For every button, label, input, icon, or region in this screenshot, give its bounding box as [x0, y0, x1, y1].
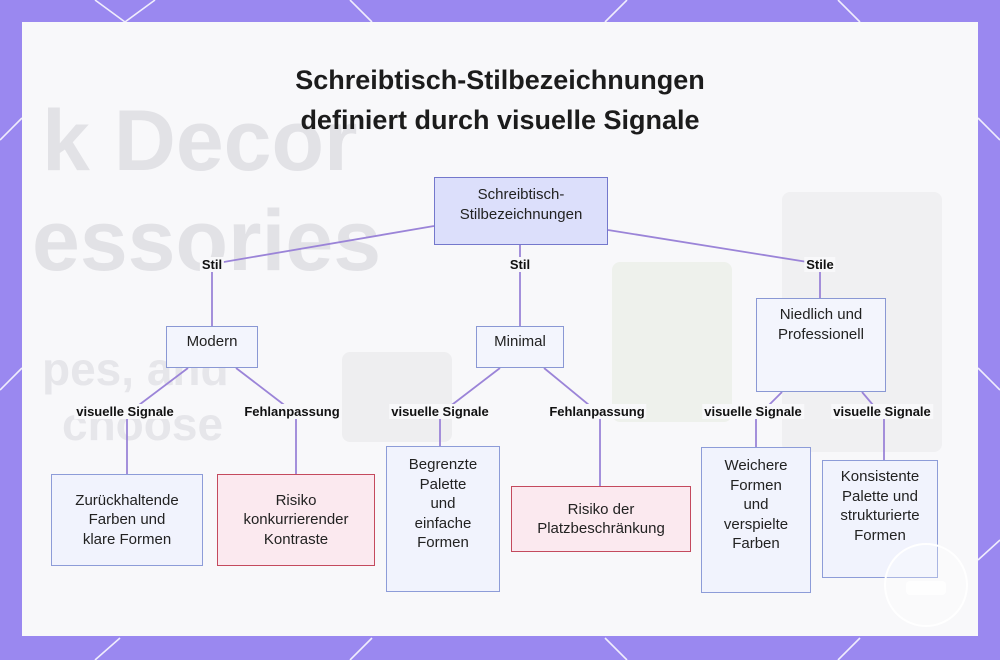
- edge-label-stil: Stil: [200, 257, 224, 272]
- node-minimal: Minimal: [476, 326, 564, 368]
- node-minimal-signal-label: Begrenzte Palette und einfache Formen: [409, 455, 477, 553]
- node-modern-signal-label: Zurückhaltende Farben und klare Formen: [75, 491, 178, 550]
- node-niedlich-professionell: Niedlich und Professionell: [756, 298, 886, 392]
- node-root: Schreibtisch- Stilbezeichnungen: [434, 177, 608, 245]
- edge-root-modern: [212, 226, 434, 326]
- edge-root-niedlich: [608, 230, 820, 298]
- edge-label-visuelle-signale: visuelle Signale: [831, 404, 933, 419]
- edge-label-fehlanpassung: Fehlanpassung: [547, 404, 646, 419]
- edge-minimal-risk: [544, 368, 600, 486]
- node-niedlich-label: Niedlich und Professionell: [778, 305, 864, 344]
- node-modern: Modern: [166, 326, 258, 368]
- node-minimal-risk-label: Risiko der Platzbeschränkung: [537, 500, 665, 539]
- edge-label-fehlanpassung: Fehlanpassung: [242, 404, 341, 419]
- node-niedlich-signal-2-label: Konsistente Palette und strukturierte Fo…: [840, 467, 919, 545]
- node-minimal-risk: Risiko der Platzbeschränkung: [511, 486, 691, 552]
- node-niedlich-signal-1-label: Weichere Formen und verspielte Farben: [724, 456, 788, 554]
- edge-label-stil: Stil: [508, 257, 532, 272]
- node-modern-risk: Risiko konkurrierender Kontraste: [217, 474, 375, 566]
- node-modern-risk-label: Risiko konkurrierender Kontraste: [243, 491, 348, 550]
- watermark-shape: [906, 581, 946, 595]
- edge-niedlich-signal2: [862, 392, 884, 460]
- edge-modern-risk: [236, 368, 296, 474]
- node-modern-signal: Zurückhaltende Farben und klare Formen: [51, 474, 203, 566]
- node-modern-label: Modern: [187, 332, 238, 352]
- edge-label-visuelle-signale: visuelle Signale: [74, 404, 176, 419]
- edge-label-visuelle-signale: visuelle Signale: [389, 404, 491, 419]
- node-niedlich-signal-1: Weichere Formen und verspielte Farben: [701, 447, 811, 593]
- edge-label-stile: Stile: [804, 257, 835, 272]
- watermark-badge: [884, 543, 968, 627]
- edge-modern-signal: [127, 368, 188, 474]
- node-root-label: Schreibtisch- Stilbezeichnungen: [460, 185, 583, 224]
- edge-label-visuelle-signale: visuelle Signale: [702, 404, 804, 419]
- node-minimal-signal: Begrenzte Palette und einfache Formen: [386, 446, 500, 592]
- edge-niedlich-signal1: [756, 392, 782, 447]
- node-minimal-label: Minimal: [494, 332, 546, 352]
